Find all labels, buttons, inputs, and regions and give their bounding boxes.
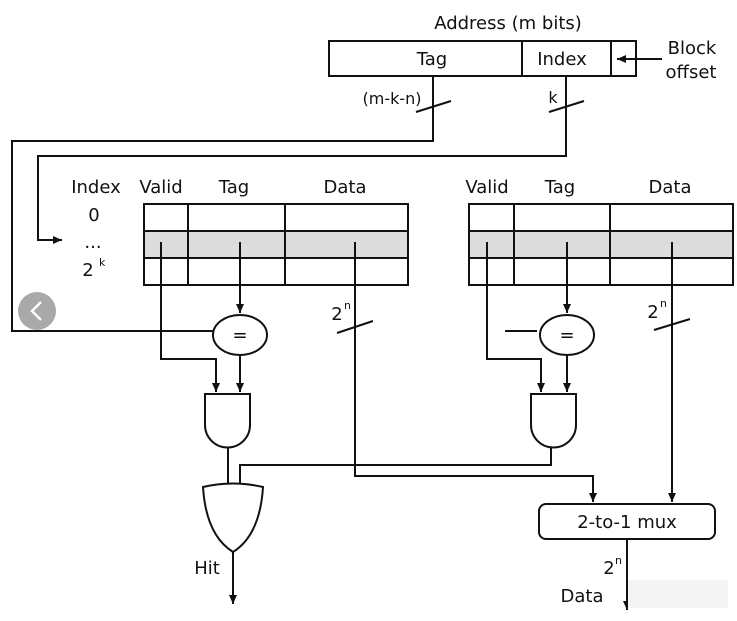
- left-hit-logic: =: [160, 242, 268, 494]
- mux: 2-to-1 mux 2 n Data: [538, 503, 728, 610]
- data-buses: 2 n 2 n: [331, 242, 691, 502]
- mux-out-label: Data: [561, 586, 604, 607]
- left-comparator-label: =: [232, 325, 247, 346]
- watermark: [628, 580, 728, 608]
- left-and-gate: [204, 393, 251, 449]
- right-valid-header: Valid: [465, 177, 508, 198]
- address-title: Address (m bits): [434, 13, 582, 34]
- address-index-field: Index: [537, 49, 587, 70]
- block-offset-label-2: offset: [666, 62, 717, 83]
- left-cache-table: Index 0 ... 2 k Valid Tag Data: [71, 177, 409, 286]
- or-gate: [201, 482, 265, 554]
- mux-label: 2-to-1 mux: [577, 512, 677, 533]
- left-data-header: Data: [324, 177, 367, 198]
- index-bus: k: [37, 76, 585, 244]
- hit-label: Hit: [194, 558, 220, 579]
- right-data-width-exp: n: [660, 297, 667, 310]
- right-and-gate: [530, 393, 577, 449]
- address-register: Address (m bits) Tag Index Block offset: [328, 13, 717, 83]
- right-hit-logic: =: [236, 242, 595, 494]
- left-tag-header: Tag: [218, 177, 249, 198]
- row-label-last: 2: [82, 260, 93, 281]
- left-data-width-exp: n: [344, 299, 351, 312]
- right-tag-header: Tag: [544, 177, 575, 198]
- tag-width-label: (m-k-n): [362, 89, 421, 108]
- index-width-label: k: [548, 88, 558, 107]
- row-label-last-exp: k: [99, 256, 106, 269]
- left-data-width: 2: [331, 304, 342, 325]
- row-label-ellipsis: ...: [84, 232, 101, 253]
- right-data-header: Data: [649, 177, 692, 198]
- index-header: Index: [71, 177, 121, 198]
- address-tag-field: Tag: [416, 49, 447, 70]
- right-data-width: 2: [647, 302, 658, 323]
- mux-out-width-exp: n: [615, 554, 622, 567]
- row-label-0: 0: [88, 205, 99, 226]
- tag-bus: (m-k-n): [11, 76, 537, 332]
- chevron-left-icon: [30, 301, 42, 321]
- back-button[interactable]: [18, 292, 56, 330]
- right-comparator-label: =: [559, 325, 574, 346]
- hit-output: Hit: [194, 482, 265, 604]
- right-cache-table: Valid Tag Data: [465, 177, 734, 286]
- block-offset-label: Block: [668, 38, 717, 59]
- mux-out-width: 2: [603, 558, 614, 579]
- left-valid-header: Valid: [139, 177, 182, 198]
